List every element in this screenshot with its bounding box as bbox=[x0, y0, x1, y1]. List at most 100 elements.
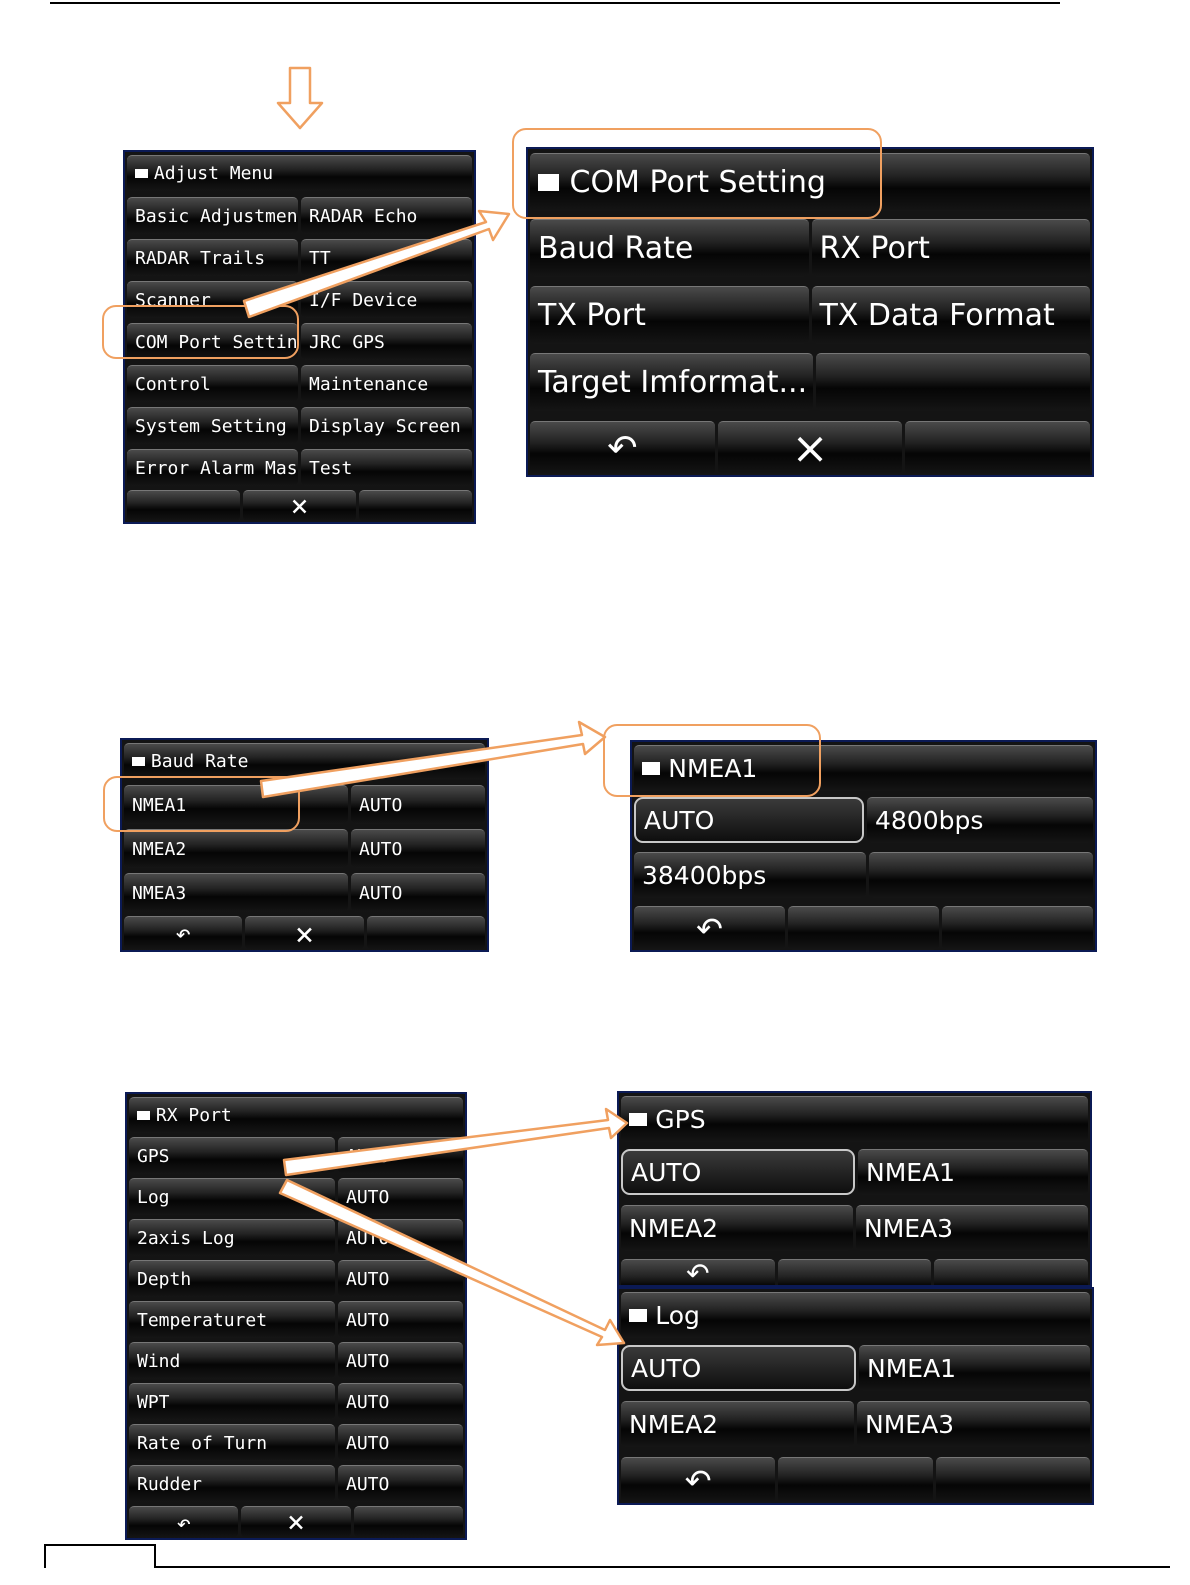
menu-item-empty bbox=[815, 353, 1090, 411]
list-item-value: AUTO bbox=[351, 829, 485, 868]
nmea1-title: NMEA1 bbox=[634, 745, 1093, 791]
close-icon: × bbox=[286, 1506, 306, 1538]
control-bar-blank bbox=[935, 1457, 1090, 1503]
menu-item-radar-echo[interactable]: RADAR Echo bbox=[301, 197, 472, 234]
com-port-setting-panel: COM Port Setting Baud Rate RX Port TX Po… bbox=[526, 147, 1094, 477]
menu-item-target-information[interactable]: Target Imformat... bbox=[530, 353, 813, 411]
flag-icon bbox=[538, 174, 559, 191]
back-button[interactable]: ↶ bbox=[621, 1457, 776, 1503]
option-nmea1[interactable]: NMEA1 bbox=[858, 1149, 1088, 1195]
header-rule bbox=[50, 2, 1060, 4]
list-item-value: AUTO bbox=[338, 1301, 463, 1338]
control-bar-blank bbox=[777, 1259, 932, 1285]
adjust-menu-panel: Adjust Menu Basic Adjustment RADAR Echo … bbox=[123, 150, 476, 524]
menu-item-display-screen[interactable]: Display Screen bbox=[301, 407, 472, 444]
option-nmea2[interactable]: NMEA2 bbox=[621, 1401, 854, 1447]
option-nmea2[interactable]: NMEA2 bbox=[621, 1205, 853, 1251]
menu-item-control[interactable]: Control bbox=[127, 365, 298, 402]
page-number-box bbox=[44, 1544, 156, 1568]
flag-icon bbox=[629, 1308, 647, 1323]
list-item-wpt[interactable]: WPT bbox=[129, 1383, 335, 1420]
list-item-nmea1[interactable]: NMEA1 bbox=[124, 785, 348, 824]
option-38400bps[interactable]: 38400bps bbox=[634, 852, 866, 898]
control-bar-blank bbox=[942, 906, 1093, 950]
close-button[interactable]: × bbox=[243, 490, 356, 522]
close-icon: × bbox=[791, 422, 829, 474]
list-item-value: AUTO bbox=[338, 1465, 463, 1502]
menu-item-rx-port[interactable]: RX Port bbox=[811, 219, 1090, 277]
menu-item-baud-rate[interactable]: Baud Rate bbox=[530, 219, 809, 277]
close-button[interactable]: × bbox=[245, 916, 364, 950]
list-item-temperature[interactable]: Temperaturet bbox=[129, 1301, 335, 1338]
option-4800bps[interactable]: 4800bps bbox=[867, 797, 1093, 843]
control-bar-blank bbox=[905, 421, 1091, 475]
highlight-nmea1-title bbox=[603, 724, 821, 797]
highlight-com-port-title bbox=[512, 128, 882, 219]
option-nmea1[interactable]: NMEA1 bbox=[859, 1345, 1090, 1391]
option-auto[interactable]: AUTO bbox=[621, 1149, 855, 1195]
option-nmea3[interactable]: NMEA3 bbox=[856, 1205, 1088, 1251]
control-bar-blank bbox=[934, 1259, 1089, 1285]
com-port-title: COM Port Setting bbox=[530, 153, 1090, 211]
list-item-value: AUTO bbox=[338, 1383, 463, 1420]
menu-item-maintenance[interactable]: Maintenance bbox=[301, 365, 472, 402]
back-icon: ↶ bbox=[176, 1508, 191, 1537]
back-button[interactable]: ↶ bbox=[634, 906, 785, 950]
list-item-value: AUTO bbox=[351, 873, 485, 912]
arrow-icon bbox=[259, 720, 607, 799]
arrow-icon bbox=[282, 1107, 629, 1177]
log-panel: Log AUTO NMEA1 NMEA2 NMEA3 ↶ bbox=[617, 1287, 1094, 1505]
flag-icon bbox=[135, 168, 148, 179]
arrow-icon bbox=[242, 209, 511, 319]
list-item-value: AUTO bbox=[351, 785, 485, 824]
highlight-nmea1-item bbox=[103, 776, 300, 832]
menu-item-tx-data-format[interactable]: TX Data Format bbox=[811, 286, 1090, 344]
menu-item-com-port-setting[interactable]: COM Port Setting bbox=[127, 323, 298, 360]
list-item-2axis-log[interactable]: 2axis Log bbox=[129, 1219, 335, 1256]
list-item-nmea3[interactable]: NMEA3 bbox=[124, 873, 348, 912]
option-nmea3[interactable]: NMEA3 bbox=[857, 1401, 1090, 1447]
back-icon: ↶ bbox=[686, 1259, 710, 1287]
menu-item-radar-trails[interactable]: RADAR Trails bbox=[127, 239, 298, 276]
highlight-com-port-setting-item bbox=[102, 305, 299, 359]
menu-item-test[interactable]: Test bbox=[301, 449, 472, 486]
menu-item-system-setting[interactable]: System Setting bbox=[127, 407, 298, 444]
nmea1-panel: NMEA1 AUTO 4800bps 38400bps ↶ bbox=[630, 740, 1097, 952]
flag-icon bbox=[642, 761, 660, 776]
list-item-rudder[interactable]: Rudder bbox=[129, 1465, 335, 1502]
back-button[interactable]: ↶ bbox=[124, 916, 243, 950]
arrow-icon bbox=[278, 1178, 626, 1347]
menu-item-basic-adjustment[interactable]: Basic Adjustment bbox=[127, 197, 298, 234]
list-item-rate-of-turn[interactable]: Rate of Turn bbox=[129, 1424, 335, 1461]
back-button[interactable]: ↶ bbox=[621, 1259, 775, 1287]
back-button[interactable]: ↶ bbox=[129, 1506, 239, 1538]
flag-icon bbox=[132, 756, 145, 767]
close-button[interactable]: × bbox=[241, 1506, 351, 1538]
close-button[interactable]: × bbox=[717, 421, 903, 475]
rx-port-title: RX Port bbox=[129, 1097, 463, 1133]
control-bar-blank bbox=[353, 1506, 463, 1538]
gps-panel: GPS AUTO NMEA1 NMEA2 NMEA3 ↶ bbox=[617, 1091, 1092, 1287]
back-button[interactable]: ↶ bbox=[530, 421, 715, 475]
menu-item-jrc-gps[interactable]: JRC GPS bbox=[301, 323, 472, 360]
back-icon: ↶ bbox=[684, 1461, 712, 1500]
control-bar-blank bbox=[127, 490, 240, 522]
menu-item-error-alarm-mask[interactable]: Error Alarm Mask bbox=[127, 449, 298, 486]
control-bar-blank bbox=[366, 916, 485, 950]
list-item-depth[interactable]: Depth bbox=[129, 1260, 335, 1297]
close-icon: × bbox=[294, 916, 315, 950]
log-title: Log bbox=[621, 1292, 1090, 1338]
flag-icon bbox=[137, 1110, 150, 1121]
control-bar-blank bbox=[359, 490, 472, 522]
list-item-value: AUTO bbox=[338, 1178, 463, 1215]
back-icon: ↶ bbox=[696, 909, 723, 948]
menu-item-tx-port[interactable]: TX Port bbox=[530, 286, 809, 344]
list-item-wind[interactable]: Wind bbox=[129, 1342, 335, 1379]
list-item-value: AUTO bbox=[338, 1424, 463, 1461]
option-auto[interactable]: AUTO bbox=[634, 797, 864, 843]
flag-icon bbox=[629, 1112, 647, 1127]
list-item-nmea2[interactable]: NMEA2 bbox=[124, 829, 348, 868]
option-auto[interactable]: AUTO bbox=[621, 1345, 856, 1391]
